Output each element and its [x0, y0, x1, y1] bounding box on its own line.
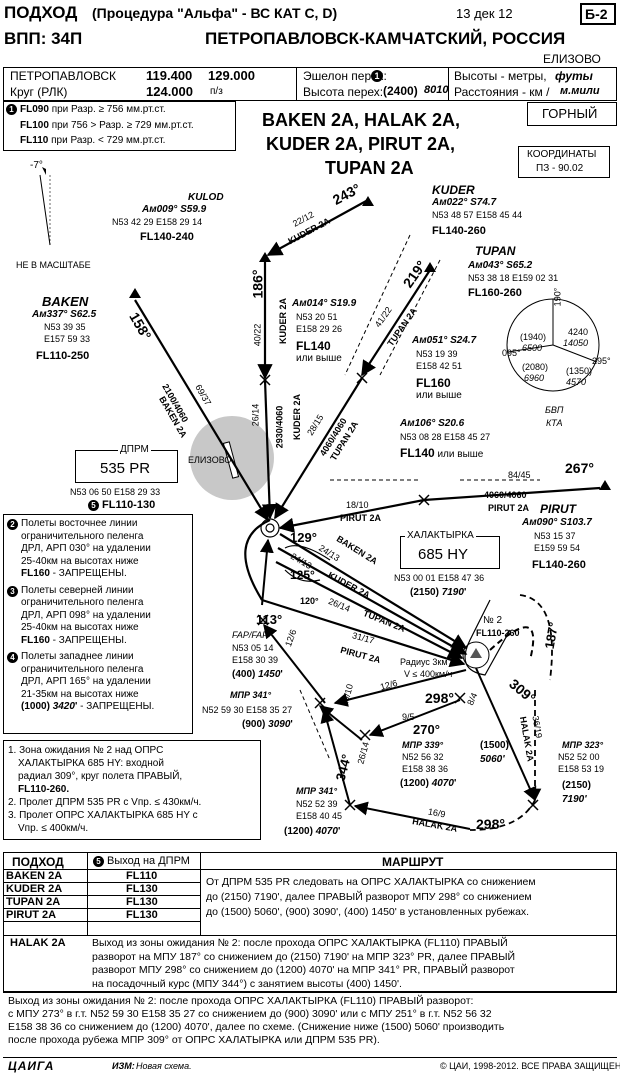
units-dist: Расстояния - км /: [454, 85, 550, 99]
coord-system-2: ПЗ - 90.02: [536, 163, 584, 174]
publisher-logo: ЦАИГА: [8, 1059, 55, 1073]
change-label: ИЗМ:: [112, 1061, 135, 1071]
table-row: KUDER 2A: [6, 883, 63, 895]
procedures-title-2: KUDER 2A, PIRUT 2A,: [266, 134, 456, 154]
table-header-approach: ПОДХОД: [12, 855, 64, 869]
transition-alt-value: (2400): [383, 84, 418, 98]
approach-diagram: [39, 167, 611, 831]
halak-row-name: HALAK 2A: [10, 937, 66, 949]
units-alt: Высоты - метры,: [454, 69, 547, 83]
chart-date: 13 дек 12: [456, 6, 513, 21]
table-row: TUPAN 2A: [6, 896, 61, 908]
airport-name: ЕЛИЗОВО: [543, 52, 601, 66]
chart-number: Б-2: [585, 6, 608, 22]
route-text: От ДПРМ 535 PR следовать на ОПРС ХАЛАКТЫ…: [206, 876, 536, 918]
footer-text: Выход из зоны ожидания № 2: после проход…: [8, 995, 505, 1046]
procedures-title-3: TUPAN 2A: [325, 158, 414, 178]
city-name: ПЕТРОПАВЛОВСК-КАМЧАТСКИЙ, РОССИЯ: [205, 29, 566, 48]
comm-freq-3: 124.000: [146, 84, 193, 99]
transition-alt-ft: 8010: [424, 84, 449, 96]
units-dist-nm: м.мили: [560, 85, 600, 97]
mountain-label: ГОРНЫЙ: [542, 106, 598, 121]
airport-zone-label: ЕЛИЗОВО: [188, 455, 232, 465]
chart-subtitle: (Процедура "Альфа" - ВС КАТ C, D): [92, 5, 338, 21]
table-row: BAKEN 2A: [6, 870, 63, 882]
comm-freq-1: 119.400: [146, 68, 193, 83]
table-row: PIRUT 2A: [6, 909, 57, 921]
units-alt-ft: футы: [555, 69, 593, 83]
table-header-exit: Выход на ДПРМ: [107, 855, 190, 867]
change-text: Новая схема.: [136, 1061, 192, 1071]
comm-freq-3-unit: п/з: [210, 86, 223, 97]
chart-title: ПОДХОД: [4, 3, 78, 22]
notes: 1. Зона ожидания № 2 над ОПРС ХАЛАКТЫРКА…: [8, 745, 202, 834]
coord-system-1: КООРДИНАТЫ: [527, 149, 597, 160]
procedures-title-1: BAKEN 2A, HALAK 2A,: [262, 110, 461, 130]
magnetic-variation: -7°: [30, 160, 43, 171]
table-header-route: МАРШРУТ: [382, 855, 444, 869]
comm-unit-1: ПЕТРОПАВЛОВСК: [10, 69, 117, 83]
runway-label: ВПП: 34П: [4, 29, 83, 48]
comm-unit-2: Круг (РЛК): [10, 85, 68, 99]
comm-freq-2: 129.000: [208, 68, 255, 83]
halak-route-text: Выход из зоны ожидания № 2: после проход…: [92, 937, 516, 990]
transition-alt-label: Высота перех:: [303, 85, 384, 99]
transition-level-label: Эшелон перех:: [303, 69, 387, 83]
copyright: © ЦАИ, 1998-2012. ВСЕ ПРАВА ЗАЩИЩЕНЫ.: [440, 1061, 620, 1071]
not-to-scale-label: НЕ В МАСШТАБЕ: [16, 260, 91, 270]
